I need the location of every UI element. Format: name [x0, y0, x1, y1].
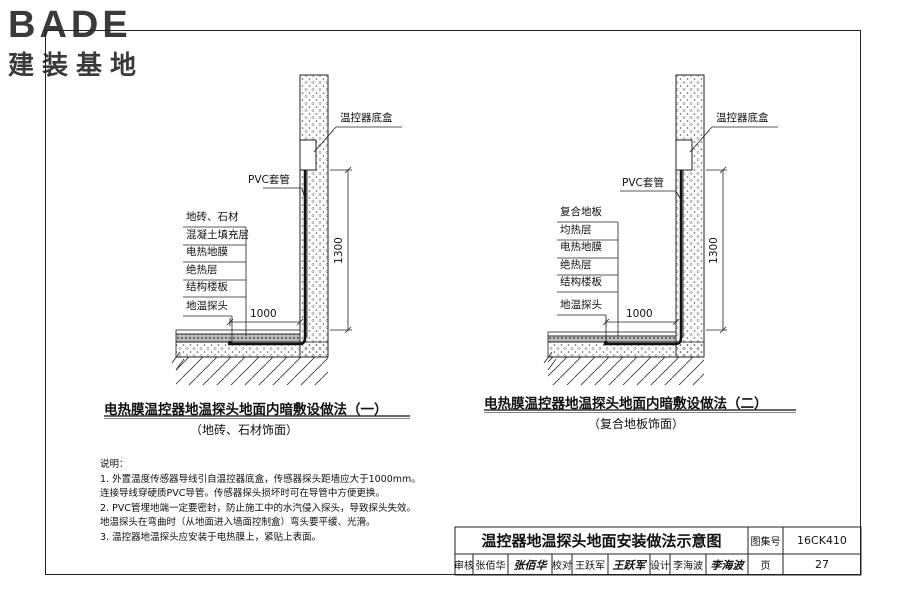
check-name: 王跃军	[575, 561, 605, 572]
layer-label-1-4: 绝热层	[186, 264, 218, 276]
atlas-number: 16CK410	[797, 534, 847, 547]
drawing-subtitle-2: （复合地板饰面）	[588, 417, 685, 431]
drawing-frame	[45, 30, 861, 575]
layer-label-1-2: 混凝土填充层	[186, 229, 249, 241]
dim-h-label-1: 1000	[250, 308, 277, 320]
probe-label-2: 地温探头	[560, 299, 602, 311]
box-label-2: 温控器底盒	[716, 112, 769, 124]
layer-label-2-2: 均热层	[560, 224, 592, 236]
dim-v-label-2: 1300	[707, 237, 720, 264]
layer-label-2-3: 电热地膜	[560, 241, 602, 253]
drawing-title-1: 电热膜温控器地温探头地面内暗敷设做法（一）	[104, 402, 388, 418]
control-box-1	[299, 139, 317, 171]
dim-h-label-2: 1000	[626, 308, 653, 320]
title-block-grid	[454, 526, 862, 576]
sheet-title: 温控器地温探头地面安装做法示意图	[481, 532, 722, 550]
ground-hatch-1	[176, 357, 328, 385]
layer-label-2-1: 复合地板	[560, 206, 602, 218]
floor-board-layer-2	[547, 331, 677, 337]
review-signature: 张佰华	[513, 558, 547, 572]
probe-label-1: 地温探头	[186, 300, 228, 312]
review-label: 审核	[454, 561, 474, 572]
logo-subtitle: 建装基地	[8, 51, 145, 81]
page-number: 27	[815, 558, 829, 571]
pvc-label-2: PVC套管	[622, 177, 664, 189]
note-line: 地温探头在弯曲时（从地面进入墙面控制盒）弯头要平缓、光滑。	[100, 517, 376, 528]
design-signature: 李海波	[710, 558, 744, 572]
drawing-subtitle-1: （地砖、石材饰面）	[190, 423, 299, 437]
layer-label-2-5: 结构楼板	[560, 276, 602, 288]
box-label-1: 温控器底盒	[340, 112, 393, 124]
pvc-label-1: PVC套管	[248, 174, 290, 186]
layer-label-1-5: 结构楼板	[186, 281, 228, 293]
notes-heading: 说明：	[100, 459, 129, 470]
page-label: 页	[760, 561, 771, 572]
atlas-label: 图集号	[750, 537, 781, 548]
section-drawing-1	[104, 74, 410, 419]
note-line: 2. PVC管埋地端一定要密封，防止施工中的水汽侵入探头，导致探头失效。	[100, 502, 416, 514]
check-signature: 王跃军	[612, 558, 646, 572]
note-line: 1. 外置温度传感器导线引自温控器底盒，传感器探头距墙应大于1000mm。	[100, 473, 421, 485]
control-box-2	[675, 139, 693, 171]
floor-tile-layer-1	[175, 329, 301, 335]
probe-dot-1	[227, 340, 233, 346]
logo-wordmark: BADE	[8, 4, 132, 46]
layer-label-1-3: 电热地膜	[186, 246, 228, 258]
design-label: 设计	[650, 561, 670, 572]
note-line: 连接导线穿硬质PVC导管。传感器探头损坏时可在导管中方便更换。	[100, 488, 385, 499]
ground-hatch-2	[548, 357, 704, 385]
bade-logo: BADE 建装基地	[8, 2, 144, 82]
note-line: 3. 温控器地温探头应安装于电热膜上，紧贴上表面。	[100, 531, 322, 543]
probe-dot-2	[603, 340, 609, 346]
notes-section: 说明： 1. 外置温度传感器导线引自温控器底盒，传感器探头距墙应大于1000mm…	[100, 458, 460, 545]
insulation-layer-1	[175, 333, 301, 343]
layer-label-1-1: 地砖、石材	[186, 211, 239, 223]
section-drawing-2	[484, 74, 796, 413]
dim-v-label-1: 1300	[332, 237, 345, 264]
layer-label-2-4: 绝热层	[560, 259, 592, 271]
insulation-layer-2	[547, 335, 677, 343]
review-name: 张佰华	[475, 561, 506, 572]
pvc-conduit-1	[228, 170, 307, 346]
drawing-title-2: 电热膜温控器地温探头地面内暗敷设做法（二）	[484, 396, 768, 412]
check-label: 校对	[552, 561, 572, 572]
pvc-conduit-2	[604, 170, 683, 346]
design-name: 李海波	[673, 561, 703, 572]
